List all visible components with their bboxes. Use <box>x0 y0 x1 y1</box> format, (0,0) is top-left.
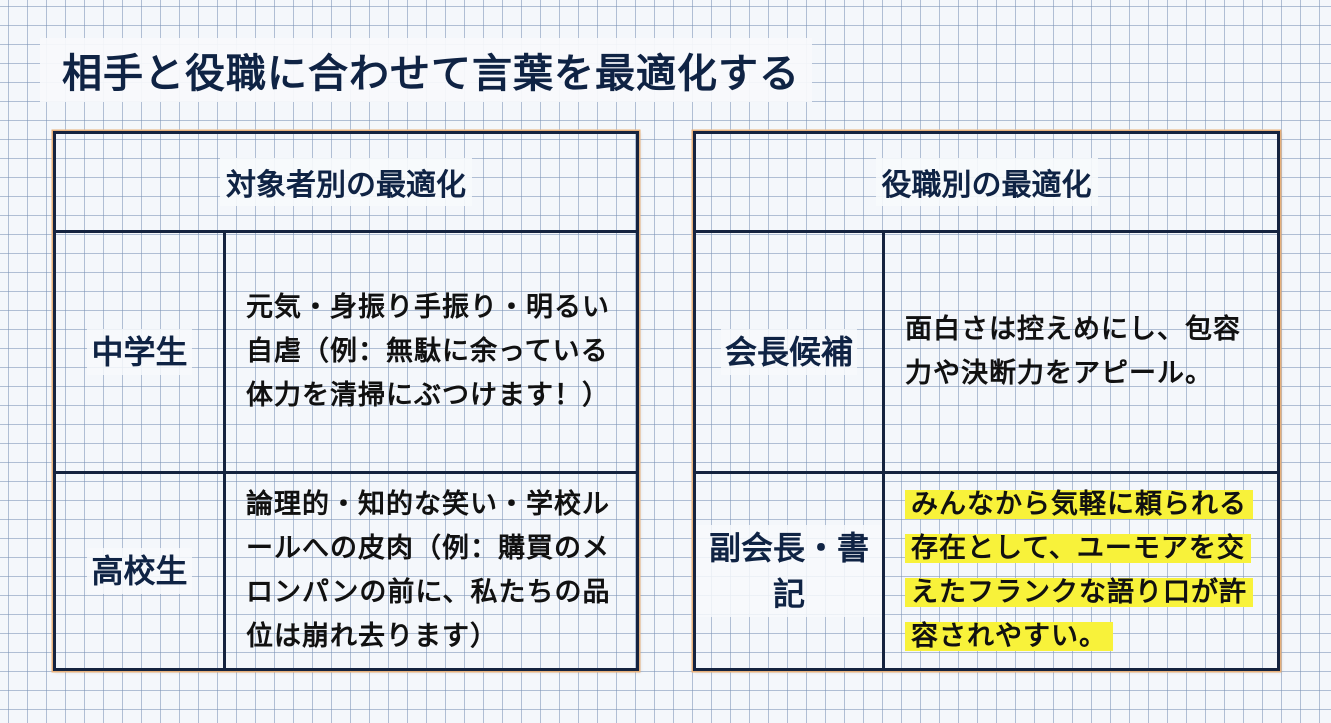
row-description: 元気・身振り手振り・明るい自虐（例：無駄に余っている体力を清掃にぶつけます！） <box>246 292 610 411</box>
page-title-container: 相手と役職に合わせて言葉を最適化する <box>40 38 812 102</box>
row-label-cell: 高校生 <box>56 474 226 668</box>
table-row-president-candidate: 会長候補 面白さは控えめにし、包容力や決断力をアピール。 <box>696 233 1277 474</box>
panel-header: 対象者別の最適化 <box>56 134 636 233</box>
table-row-middle-school: 中学生 元気・身振り手振り・明るい自虐（例：無駄に余っている体力を清掃にぶつけま… <box>56 233 636 474</box>
row-content-cell-highlighted: みんなから気軽に頼られる存在として、ユーモアを交えたフランクな語り口が許容されや… <box>885 474 1277 668</box>
row-description: 面白さは控えめにし、包容力や決断力をアピール。 <box>905 314 1241 389</box>
row-label: 副会長・書記 <box>696 525 882 617</box>
row-label-cell: 副会長・書記 <box>696 474 885 668</box>
highlighted-text: みんなから気軽に頼られる存在として、ユーモアを交えたフランクな語り口が許容されや… <box>905 487 1253 654</box>
panel-header-label: 対象者別の最適化 <box>220 158 472 206</box>
row-label: 高校生 <box>87 548 192 594</box>
row-label: 中学生 <box>87 329 192 375</box>
row-label-cell: 会長候補 <box>696 233 885 471</box>
row-description: みんなから気軽に頼られる存在として、ユーモアを交えたフランクな語り口が許容されや… <box>905 483 1259 659</box>
row-label: 会長候補 <box>720 329 857 375</box>
role-optimization-panel: 役職別の最適化 会長候補 面白さは控えめにし、包容力や決断力をアピール。 副会長… <box>693 131 1280 671</box>
table-row-vice-president-secretary: 副会長・書記 みんなから気軽に頼られる存在として、ユーモアを交えたフランクな語り… <box>696 474 1277 668</box>
row-content-cell: 面白さは控えめにし、包容力や決断力をアピール。 <box>885 233 1277 471</box>
page-title: 相手と役職に合わせて言葉を最適化する <box>62 51 800 97</box>
row-label-cell: 中学生 <box>56 233 226 471</box>
panel-header-label: 役職別の最適化 <box>875 158 1098 206</box>
row-description: 論理的・知的な笑い・学校ルールへの皮肉（例：購買のメロンパンの前に、私たちの品位… <box>246 489 611 652</box>
table-row-high-school: 高校生 論理的・知的な笑い・学校ルールへの皮肉（例：購買のメロンパンの前に、私た… <box>56 474 636 668</box>
panel-header: 役職別の最適化 <box>696 134 1277 233</box>
row-content-cell: 元気・身振り手振り・明るい自虐（例：無駄に余っている体力を清掃にぶつけます！） <box>226 233 636 471</box>
audience-optimization-panel: 対象者別の最適化 中学生 元気・身振り手振り・明るい自虐（例：無駄に余っている体… <box>53 131 639 671</box>
row-content-cell: 論理的・知的な笑い・学校ルールへの皮肉（例：購買のメロンパンの前に、私たちの品位… <box>226 474 636 668</box>
